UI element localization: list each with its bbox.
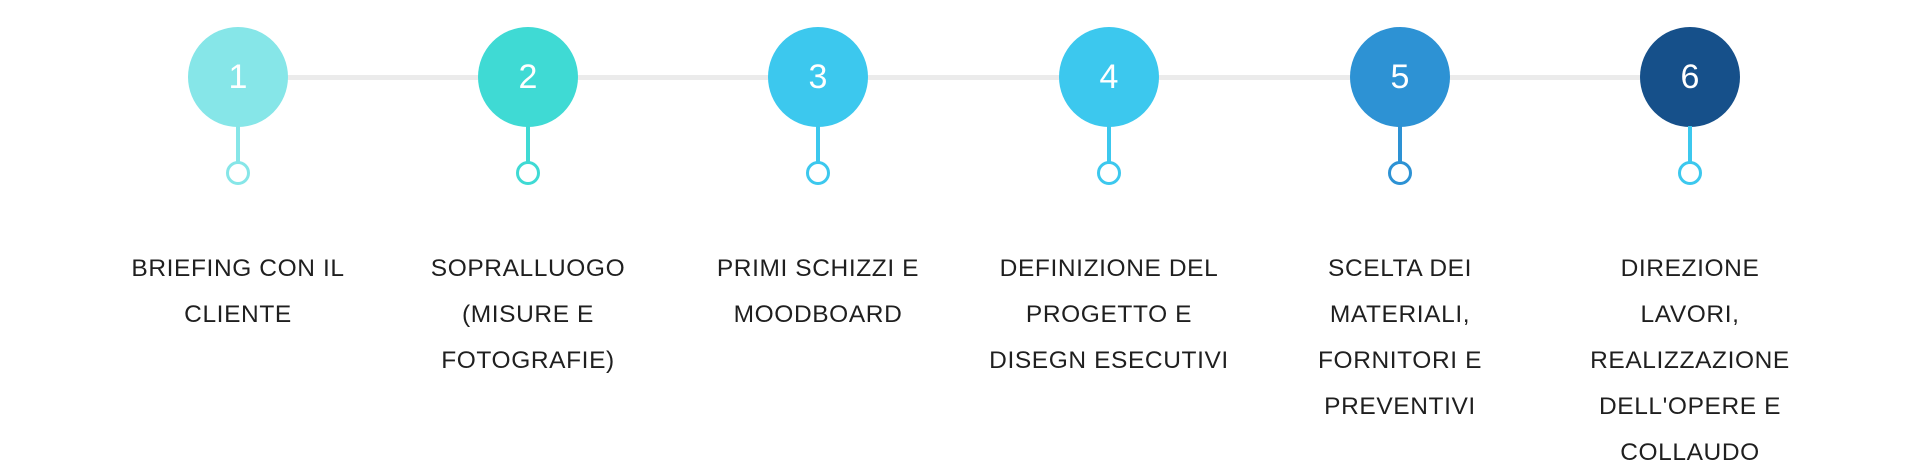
step-4: 4 DEFINIZIONE DEL PROGETTO E DISEGN ESEC… <box>969 0 1249 466</box>
step-connector <box>1107 126 1111 162</box>
step-connector <box>236 126 240 162</box>
step-label: BRIEFING CON IL CLIENTE <box>131 255 345 328</box>
step-number-circle: 3 <box>768 27 868 127</box>
step-number-circle: 1 <box>188 27 288 127</box>
step-marker-dot <box>806 161 830 185</box>
step-number-circle: 6 <box>1640 27 1740 127</box>
step-number-circle: 2 <box>478 27 578 127</box>
step-number-circle: 5 <box>1350 27 1450 127</box>
timeline-track <box>238 75 1690 80</box>
step-connector <box>1398 126 1402 162</box>
step-5: 5 SCELTA DEI MATERIALI, FORNITORI E PREV… <box>1260 0 1540 466</box>
step-3: 3 PRIMI SCHIZZI E MOODBOARD <box>678 0 958 466</box>
step-connector <box>816 126 820 162</box>
step-marker-dot <box>1097 161 1121 185</box>
step-number-circle: 4 <box>1059 27 1159 127</box>
step-marker-dot <box>1388 161 1412 185</box>
step-label: DIREZIONE LAVORI, REALIZZAZIONE DELL'OPE… <box>1590 255 1790 466</box>
step-label: PRIMI SCHIZZI E MOODBOARD <box>716 255 920 328</box>
step-label: DEFINIZIONE DEL PROGETTO E DISEGN ESECUT… <box>989 255 1229 374</box>
step-label: SOPRALLUOGO (MISURE E FOTOGRAFIE) <box>430 255 626 374</box>
step-label: SCELTA DEI MATERIALI, FORNITORI E PREVEN… <box>1317 255 1483 420</box>
step-connector <box>526 126 530 162</box>
step-1: 1 BRIEFING CON IL CLIENTE <box>98 0 378 466</box>
step-marker-dot <box>1678 161 1702 185</box>
step-marker-dot <box>226 161 250 185</box>
step-2: 2 SOPRALLUOGO (MISURE E FOTOGRAFIE) <box>388 0 668 466</box>
step-marker-dot <box>516 161 540 185</box>
step-connector <box>1688 126 1692 162</box>
process-timeline: 1 BRIEFING CON IL CLIENTE 2 SOPRALLUOGO … <box>98 0 1830 466</box>
step-6: 6 DIREZIONE LAVORI, REALIZZAZIONE DELL'O… <box>1550 0 1830 466</box>
